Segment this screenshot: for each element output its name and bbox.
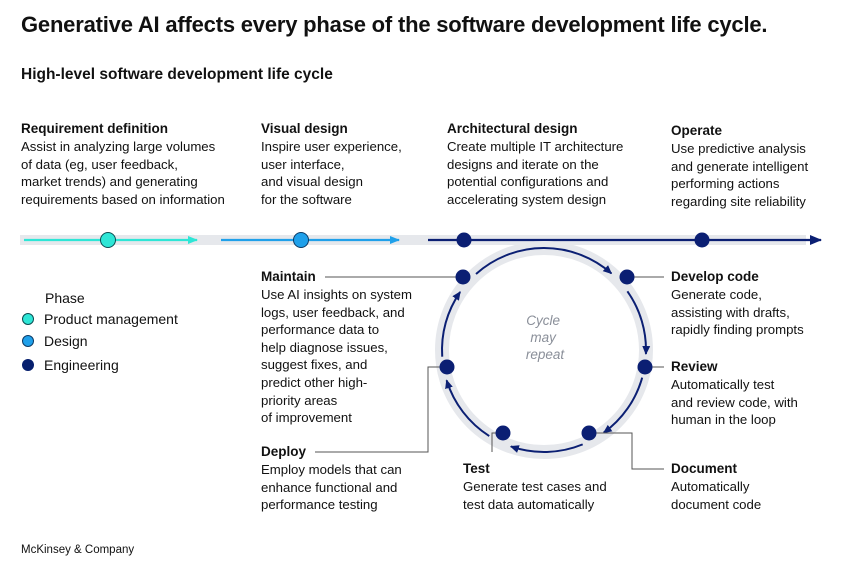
cycle-arrow-segment: [441, 291, 461, 357]
leader-deploy: [315, 366, 447, 453]
phase-deploy: Deploy Employ models that can enhance fu…: [261, 443, 402, 514]
node-document: [581, 425, 597, 441]
phase-description: Use predictive analysis and generate int…: [671, 141, 809, 209]
legend-item-engineering: Engineering: [22, 356, 119, 374]
cycle-note-line: may: [530, 330, 557, 345]
phase-title: Operate: [671, 123, 723, 138]
legend-item-product-management: Product management: [22, 310, 178, 328]
node-architectural-design: [456, 232, 472, 248]
phase-title: Maintain: [261, 269, 316, 284]
legend-label: Design: [44, 333, 88, 349]
legend-title: Phase: [45, 290, 85, 306]
phase-description: Create multiple IT architecture designs …: [447, 139, 624, 207]
cycle-note: Cycle may repeat: [526, 313, 566, 362]
legend-dot-icon: [22, 313, 34, 325]
phase-architectural-design: Architectural design Create multiple IT …: [447, 120, 623, 208]
cycle-arrow-segment: [602, 377, 644, 434]
cycle-note-line: repeat: [526, 347, 566, 362]
phase-description: Use AI insights on system logs, user fee…: [261, 287, 412, 426]
phase-description: Automatically test and review code, with…: [671, 377, 798, 428]
phase-title: Architectural design: [447, 121, 578, 136]
phase-title: Review: [671, 359, 718, 374]
legend-dot-icon: [22, 359, 34, 371]
node-requirement-definition: [100, 232, 116, 248]
node-test: [495, 425, 511, 441]
phase-develop-code: Develop code Generate code, assisting wi…: [671, 268, 804, 339]
legend-item-design: Design: [22, 332, 88, 350]
phase-maintain: Maintain Use AI insights on system logs,…: [261, 268, 412, 427]
phase-title: Visual design: [261, 121, 348, 136]
node-operate: [694, 232, 710, 248]
phase-title: Test: [463, 461, 490, 476]
phase-review: Review Automatically test and review cod…: [671, 358, 798, 429]
leader-document: [589, 432, 664, 470]
cycle-arrow-segment: [475, 247, 613, 275]
cycle-arrows: [441, 247, 651, 453]
phase-test: Test Generate test cases and test data a…: [463, 460, 607, 513]
phase-description: Employ models that can enhance functiona…: [261, 462, 402, 513]
cycle-arrow-segment: [445, 379, 490, 437]
node-review: [637, 359, 653, 375]
phase-title: Document: [671, 461, 738, 476]
phase-title: Requirement definition: [21, 121, 169, 136]
cycle-arrow-segment: [626, 290, 651, 355]
phase-operate: Operate Use predictive analysis and gene…: [671, 122, 808, 210]
node-maintain: [455, 269, 471, 285]
phase-description: Generate test cases and test data automa…: [463, 479, 607, 512]
cycle-arrow-segment: [509, 443, 584, 453]
phase-document: Document Automatically document code: [671, 460, 761, 513]
page-title: Generative AI affects every phase of the…: [21, 12, 768, 37]
page-subtitle: High-level software development life cyc…: [21, 66, 333, 83]
footer-brand: McKinsey & Company: [21, 544, 135, 556]
phase-description: Inspire user experience, user interface,…: [261, 139, 402, 207]
node-visual-design: [293, 232, 309, 248]
cycle-note-line: Cycle: [526, 313, 560, 328]
legend-label: Engineering: [44, 357, 119, 373]
node-deploy: [439, 359, 455, 375]
phase-description: Generate code, assisting with drafts, ra…: [671, 287, 804, 338]
phase-title: Develop code: [671, 269, 759, 284]
legend-dot-icon: [22, 335, 34, 347]
phase-visual-design: Visual design Inspire user experience, u…: [261, 120, 402, 208]
phase-description: Assist in analyzing large volumes of dat…: [21, 139, 225, 207]
phase-description: Automatically document code: [671, 479, 762, 512]
node-develop-code: [619, 269, 635, 285]
phase-title: Deploy: [261, 444, 307, 459]
phase-requirement-definition: Requirement definition Assist in analyzi…: [21, 120, 225, 208]
legend-label: Product management: [44, 311, 178, 327]
